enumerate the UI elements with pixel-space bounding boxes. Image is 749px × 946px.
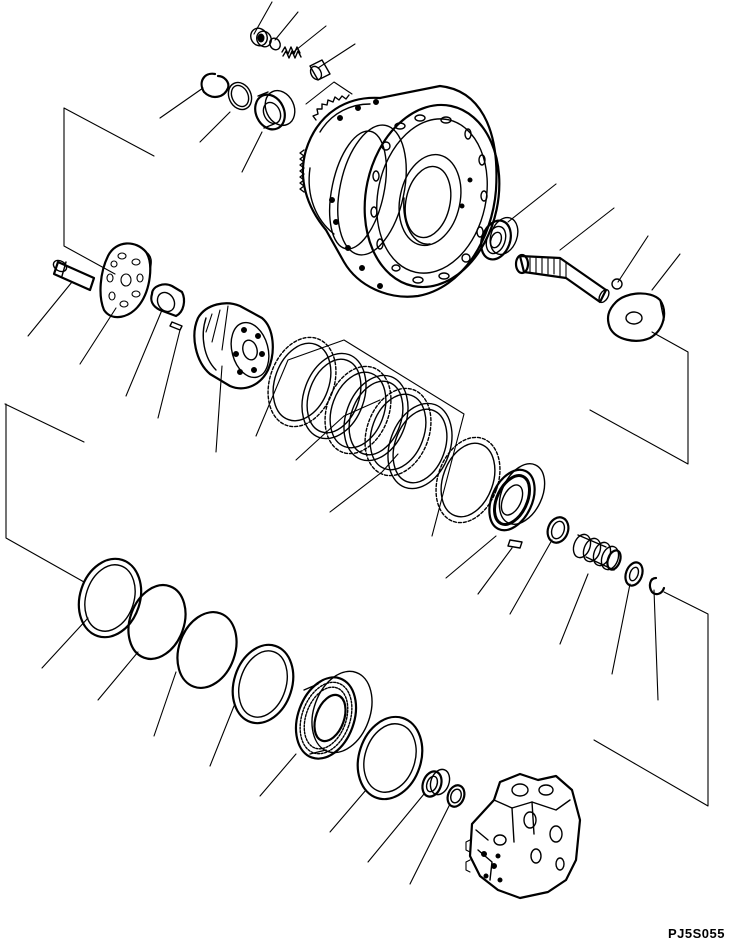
- rim-bolt-heads: [330, 100, 473, 289]
- brake-piston: [285, 663, 382, 767]
- valve-plate: [101, 243, 152, 317]
- plug-with-seal: [248, 25, 274, 49]
- seal-ring-lower: [445, 783, 468, 809]
- thrust-washer-right: [608, 293, 664, 340]
- backup-ring-large: [348, 708, 433, 807]
- snap-ring-right: [650, 578, 664, 594]
- needle-bearing-top: [250, 86, 301, 134]
- bushing-cup: [151, 284, 184, 316]
- spring-small: [282, 47, 301, 58]
- output-shaft: [516, 255, 611, 304]
- dowel-pin: [170, 322, 182, 330]
- brake-spring: [570, 532, 623, 572]
- backup-ring-2: [223, 637, 303, 731]
- brake-disc-stack: [256, 328, 511, 532]
- drawing-code-label: PJ5S055: [668, 926, 725, 941]
- ball-bearing-right: [476, 214, 523, 264]
- cylinder-block: [194, 303, 274, 388]
- o-ring-1: [119, 577, 196, 667]
- seal-ring-top: [224, 79, 256, 114]
- motor-case-housing: [300, 86, 516, 300]
- seal-ring-small-right: [622, 560, 645, 588]
- spool-pin: [308, 60, 330, 82]
- piston: [51, 258, 94, 290]
- leader-lines: [5, 2, 708, 884]
- valve-body-cover: [466, 774, 580, 898]
- o-ring-small: [268, 36, 283, 51]
- o-ring-2: [167, 604, 246, 696]
- steel-ball: [612, 279, 622, 289]
- needle-bearing-lower: [419, 767, 453, 800]
- spring-pin: [508, 540, 522, 548]
- backup-ring-1: [69, 551, 151, 646]
- snap-ring-top: [202, 74, 229, 97]
- ball-bearing-middle: [480, 457, 553, 538]
- seal-ring-middle: [544, 514, 572, 545]
- flange-bolt-holes: [371, 115, 487, 283]
